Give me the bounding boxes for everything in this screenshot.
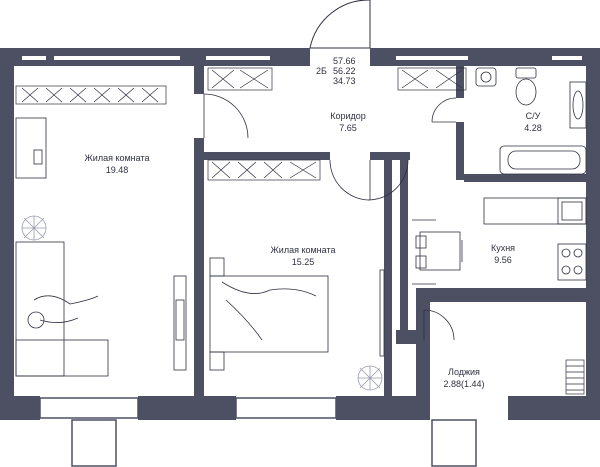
apartment-type: 2Б [316,66,327,76]
interior-doors [203,93,457,341]
kitchen-furniture [412,197,587,285]
watermark: ДомКлик [16,429,71,444]
plants [21,215,383,391]
room-living-1-area: 19.48 [105,165,129,175]
room-living-1: Жилая комната 19.48 [72,152,162,176]
entrance-door [309,0,371,49]
loggia-fixtures [565,359,585,395]
wardrobes [15,67,467,181]
kitchen-area: 34.73 [333,76,356,86]
room-bathroom: С/У 4.28 [516,110,550,134]
room-living-2: Жилая комната 15.25 [258,244,348,268]
living-room-2-furniture [209,257,385,371]
room-corridor-name: Коридор [330,111,366,121]
bathroom-fixtures [475,67,587,175]
room-living-1-name: Жилая комната [84,153,150,163]
room-corridor-area: 7.65 [339,123,357,133]
room-bathroom-name: С/У [525,111,541,121]
windows-bottom [39,397,477,467]
room-loggia-area: 2.88(1.44) [443,379,485,389]
room-living-2-name: Жилая комната [270,245,336,255]
room-bathroom-area: 4.28 [524,123,542,133]
room-kitchen: Кухня 9.56 [478,242,528,266]
room-corridor: Коридор 7.65 [318,110,378,134]
room-kitchen-area: 9.56 [494,255,512,265]
walls [0,48,600,420]
room-loggia: Лоджия 2.88(1.44) [432,366,496,390]
room-living-2-area: 15.25 [291,257,315,267]
room-kitchen-name: Кухня [490,243,516,253]
room-loggia-name: Лоджия [448,367,480,377]
total-area: 57.66 [333,56,356,66]
living-area: 56.22 [333,66,356,76]
living-room-1-furniture [15,117,187,377]
